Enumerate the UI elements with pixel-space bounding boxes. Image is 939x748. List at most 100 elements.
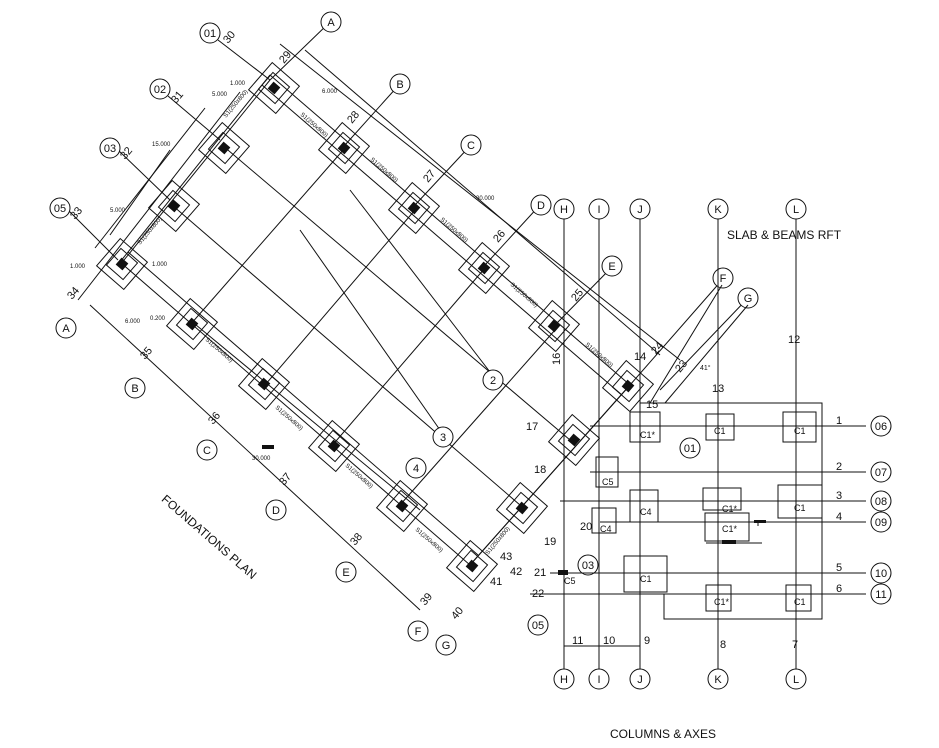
svg-text:11: 11 <box>572 635 583 647</box>
svg-text:08: 08 <box>875 496 887 508</box>
svg-text:A: A <box>327 17 335 29</box>
svg-text:3: 3 <box>440 432 446 444</box>
svg-text:42: 42 <box>510 566 522 578</box>
section-mark <box>262 445 274 449</box>
svg-text:4: 4 <box>836 511 842 523</box>
svg-text:41: 41 <box>490 576 502 588</box>
axis-leader-B <box>344 85 399 146</box>
svg-text:C1*: C1* <box>722 504 738 514</box>
axis-bubble-08: 08 <box>870 490 892 512</box>
axis-bubble-H-top: H <box>553 198 575 220</box>
axis-leader-C <box>414 145 471 206</box>
axis-number: 34 <box>65 285 82 302</box>
columns-plan <box>530 218 866 670</box>
axis-bubble-I-top: I <box>588 198 610 220</box>
footings <box>95 61 655 593</box>
bar-labels: 16 17 18 19 20 21 22 41 42 43 15 14 13 <box>490 351 724 600</box>
section-mark <box>754 520 766 523</box>
footing-label: S1(250x800) <box>204 337 234 364</box>
svg-text:C1*: C1* <box>640 430 656 440</box>
svg-text:15: 15 <box>646 399 658 411</box>
right-axis-numbers: 1 2 3 4 5 6 12 11 10 9 8 7 41° <box>572 334 842 651</box>
svg-text:3: 3 <box>836 490 842 502</box>
axis-number: 36 <box>206 410 223 427</box>
svg-text:21: 21 <box>534 567 546 579</box>
axis-number: 35 <box>138 345 155 362</box>
svg-text:41°: 41° <box>700 364 711 372</box>
svg-text:07: 07 <box>875 467 887 479</box>
right-axis-bubbles: 06 07 08 09 10 11 <box>870 415 892 605</box>
interior-bubbles: 2 3 4 01 03 05 <box>405 369 701 636</box>
footing-label: S1(250x800) <box>414 527 444 554</box>
svg-text:F: F <box>415 626 422 638</box>
svg-text:03: 03 <box>582 560 594 572</box>
footing-label: S1(250x800) <box>509 282 539 309</box>
svg-text:C5: C5 <box>564 576 576 586</box>
axis-number: 24 <box>649 340 666 357</box>
axis-bubble: A <box>55 317 77 339</box>
svg-text:C1: C1 <box>794 503 806 513</box>
axis-bubble: D <box>265 499 287 521</box>
svg-text:1: 1 <box>836 415 842 427</box>
column-labels: C1 C1 C1* C1 C1* C1* C1 C1* C4 C5 C5 C4 … <box>564 426 806 607</box>
svg-text:01: 01 <box>684 443 696 455</box>
axis-bubble-10: 10 <box>870 562 892 584</box>
axis-bubble: 01 <box>679 437 701 459</box>
axis-number: 40 <box>449 605 466 622</box>
foundation-edge-left <box>119 74 271 263</box>
axis-bubble: F <box>712 267 734 289</box>
axis-bubble: B <box>124 377 146 399</box>
axis-bubble: 05 <box>527 614 549 636</box>
dim-text: 30.000 <box>252 456 271 462</box>
svg-text:D: D <box>537 200 545 212</box>
svg-text:C: C <box>467 140 475 152</box>
svg-text:09: 09 <box>875 517 887 529</box>
svg-text:E: E <box>608 261 615 273</box>
foundation-edge-bottom <box>119 261 471 566</box>
dim-line-bottom <box>89 304 421 611</box>
svg-text:05: 05 <box>54 203 66 215</box>
svg-text:06: 06 <box>875 421 887 433</box>
svg-text:G: G <box>744 293 753 305</box>
axis-bubble-11: 11 <box>870 583 892 605</box>
axis-bubble: E <box>335 561 357 583</box>
axis-number: 30 <box>221 29 238 46</box>
svg-text:J: J <box>637 674 643 686</box>
axis-leader-02 <box>167 95 221 141</box>
col-bubbles-bottom: A B C D E F G <box>55 317 457 656</box>
axis-bubble: 4 <box>405 457 427 479</box>
svg-text:C4: C4 <box>600 524 612 534</box>
svg-text:C1: C1 <box>794 426 806 436</box>
dim-text: 30.000 <box>476 196 495 202</box>
axis-bubble-J-top: J <box>629 198 651 220</box>
svg-text:9: 9 <box>644 635 650 647</box>
svg-text:L: L <box>793 204 799 216</box>
section-mark <box>558 570 568 575</box>
grid-row-02 <box>221 144 571 441</box>
svg-text:K: K <box>714 204 722 216</box>
axis-number: 37 <box>277 471 294 488</box>
axis-bubble-H-bottom: H <box>553 668 575 690</box>
svg-text:16: 16 <box>551 353 563 365</box>
axis-bubble: 2 <box>482 369 504 391</box>
axis-bubble: 05 <box>49 197 71 219</box>
svg-text:4: 4 <box>413 463 419 475</box>
svg-text:C1*: C1* <box>714 597 730 607</box>
footing-label: S1(250x800) <box>344 463 374 490</box>
axis-number: 29 <box>277 49 294 66</box>
svg-text:18: 18 <box>534 464 546 476</box>
axis-bubble: 03 <box>577 554 599 576</box>
svg-text:8: 8 <box>720 639 726 651</box>
svg-text:2: 2 <box>490 375 496 387</box>
svg-text:C5: C5 <box>602 477 614 487</box>
axis-bubble: G <box>435 634 457 656</box>
axis-bubble-09: 09 <box>870 511 892 533</box>
dimension-texts: 1.000 5.000 6.000 15.000 30.000 0.200 1.… <box>70 81 495 325</box>
axis-number: 33 <box>68 205 85 222</box>
svg-text:E: E <box>342 567 349 579</box>
column <box>705 413 735 441</box>
axis-bubble: D <box>530 194 552 216</box>
foundation-edge-top <box>269 74 631 386</box>
svg-text:11: 11 <box>875 589 886 601</box>
